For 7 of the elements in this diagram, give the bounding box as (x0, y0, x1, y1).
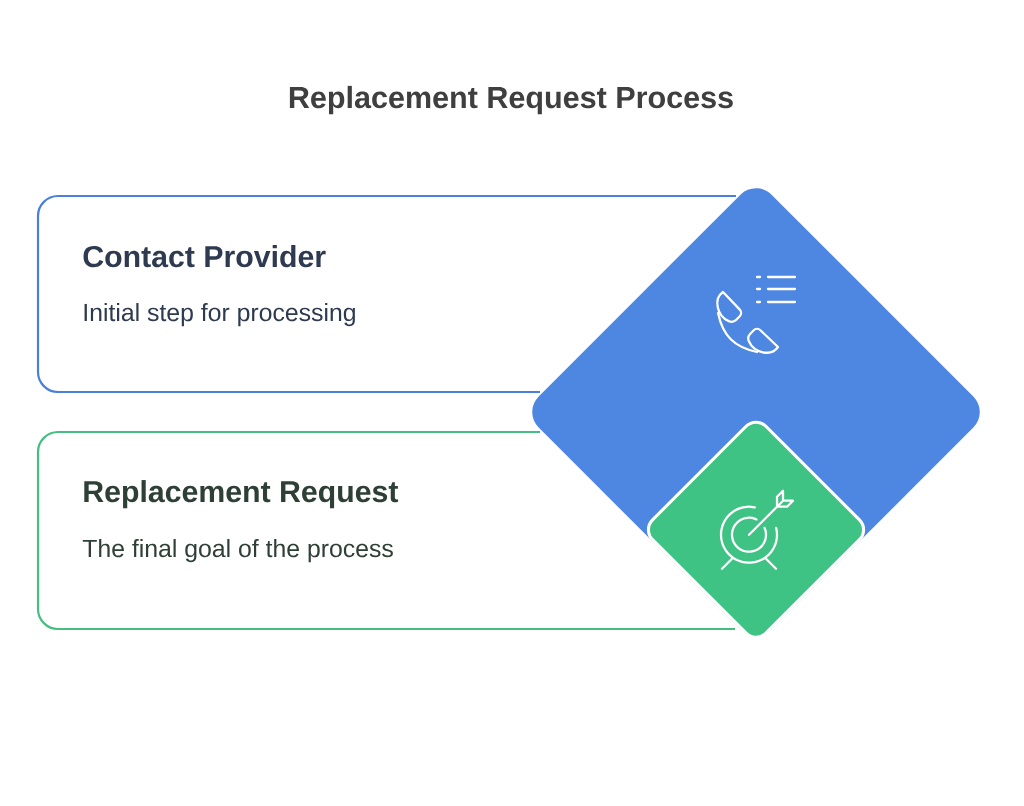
step-box (36, 430, 735, 631)
step-description: Initial step for processing (84, 303, 355, 327)
step-box (36, 194, 736, 394)
diagram-title: Replacement Request Process (289, 85, 733, 115)
step-heading: Replacement Request (84, 480, 399, 509)
step-description: The final goal of the process (82, 539, 393, 563)
step-heading: Contact Provider (83, 245, 326, 268)
